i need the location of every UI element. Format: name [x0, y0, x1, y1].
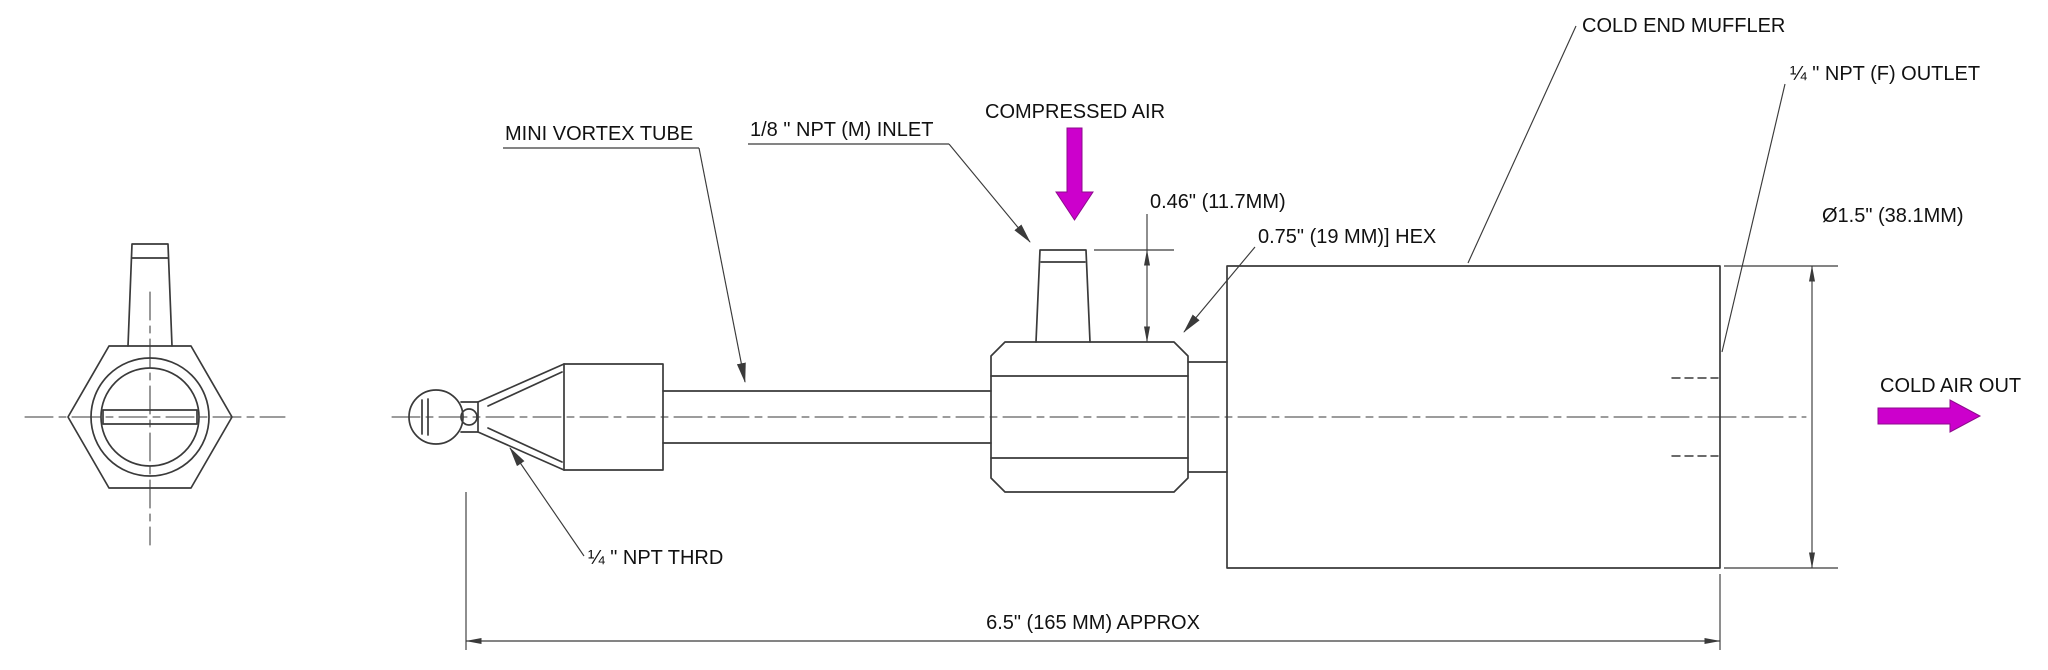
- outlet-label: ¼ " NPT (F) OUTLET: [1790, 63, 1980, 85]
- hex-block-outline: [990, 341, 1189, 493]
- screw-shank-detail: [460, 408, 478, 426]
- side-view: [391, 249, 1807, 569]
- cold-end-muffler-label: COLD END MUFFLER: [1582, 15, 1785, 37]
- npt-thread-leader: [509, 447, 585, 557]
- diameter-dimension-label: Ø1.5" (38.1MM): [1822, 205, 1964, 227]
- annotations: MINI VORTEX TUBE 1/8 " NPT (M) INLET COM…: [465, 15, 2021, 650]
- inlet-fitting-end-view: [127, 243, 173, 347]
- outlet-leader: [1721, 83, 1786, 353]
- hex-dimension-label: 0.75" (19 MM)] HEX: [1258, 226, 1436, 248]
- vortex-tube-body: [662, 390, 992, 444]
- hex-block-flats: [990, 375, 1189, 459]
- cold-end-slot: [102, 409, 198, 425]
- hex-body-outline: [67, 345, 233, 489]
- compressed-air-arrow: [1055, 127, 1094, 221]
- npt-taper-thread-lines: [487, 371, 563, 463]
- body-inner-circle: [100, 367, 200, 467]
- screw-neck: [460, 401, 479, 433]
- hot-end-screw-head: [408, 389, 464, 445]
- generator-cylinder: [563, 363, 664, 471]
- inlet-label: 1/8 " NPT (M) INLET: [750, 119, 933, 141]
- muffler-adapter-step: [1187, 361, 1228, 473]
- inlet-fitting-side-view: [1035, 249, 1091, 343]
- compressed-air-label: COMPRESSED AIR: [985, 101, 1165, 123]
- mini-vortex-tube-leader: [698, 147, 746, 383]
- inlet-leader: [948, 143, 1031, 243]
- hex-dimension-leader: [1183, 246, 1256, 333]
- npt-thread-label: ¼ " NPT THRD: [588, 547, 723, 569]
- screw-slot: [421, 398, 429, 436]
- cold-air-out-label: COLD AIR OUT: [1880, 375, 2021, 397]
- mini-vortex-tube-label: MINI VORTEX TUBE: [505, 123, 693, 145]
- inlet-height-dimension-label: 0.46" (11.7MM): [1150, 191, 1286, 213]
- body-outer-circle: [90, 357, 210, 477]
- overall-length-dimension-label: 6.5" (165 MM) APPROX: [986, 612, 1200, 634]
- muffler-body: [1226, 265, 1721, 569]
- cold-air-out-arrow: [1877, 399, 1982, 433]
- cold-end-muffler-leader: [1467, 25, 1577, 264]
- end-view: [24, 243, 286, 546]
- outlet-hidden-lines: [1671, 377, 1719, 457]
